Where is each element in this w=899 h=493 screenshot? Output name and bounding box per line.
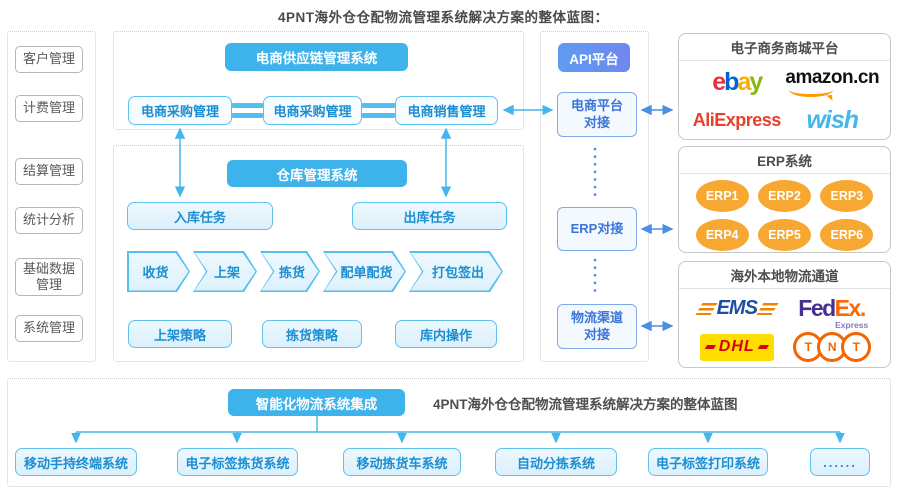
erp4-badge: ERP4 (695, 218, 749, 251)
process-step-picking: 拣货 (260, 251, 320, 292)
supply-chain-container (113, 31, 524, 130)
erp-panel: ERP系统 ERP1 ERP2 ERP3 ERP4 ERP5 ERP6 (678, 146, 891, 253)
process-step-putaway: 上架 (193, 251, 257, 292)
warehouse-header: 仓库管理系统 (227, 160, 407, 187)
sidebar-container (7, 31, 96, 362)
marketplace-panel-title: 电子商务商城平台 (679, 34, 890, 61)
erp3-badge: ERP3 (820, 180, 874, 213)
erp6-badge: ERP6 (820, 218, 874, 251)
ems-logo: EMS (695, 297, 779, 320)
logistics-channel-integration-node: 物流渠道对接 (557, 304, 637, 349)
sidebar-item-system-management: 系统管理 (15, 315, 83, 342)
process-step-order-allocation: 配单配货 (323, 251, 406, 292)
sidebar-item-customer-management: 客户管理 (15, 46, 83, 73)
dhl-logo: DHL (699, 333, 774, 361)
more-systems-box: ...... (810, 448, 870, 476)
pick-to-light-system-box: 电子标签拣货系统 (177, 448, 298, 476)
api-container (540, 31, 649, 362)
ecommerce-platform-integration-node: 电商平台对接 (557, 92, 637, 137)
inbound-task-box: 入库任务 (127, 202, 273, 230)
sidebar-item-billing-management: 计费管理 (15, 95, 83, 122)
warehouse-container (113, 145, 524, 362)
amazon-smile-arrow-icon (789, 83, 834, 97)
sidebar-item-settlement-management: 结算管理 (15, 158, 83, 185)
fedex-logo: FedEx.Express (798, 295, 869, 330)
module-link-bar (231, 103, 264, 108)
carrier-panel: 海外本地物流通道 EMS FedEx.Express DHL T N T (678, 261, 891, 368)
sidebar-item-base-data-management: 基础数据管理 (15, 258, 83, 296)
erp2-badge: ERP2 (757, 180, 811, 213)
erp-panel-title: ERP系统 (679, 147, 890, 174)
module-purchase-management-2: 电商采购管理 (263, 96, 362, 125)
integration-header: 智能化物流系统集成 (228, 389, 405, 416)
marketplace-panel: 电子商务商城平台 ebay amazon.cn AliExpress wish (678, 33, 891, 140)
aliexpress-logo: AliExpress (692, 110, 782, 131)
integration-container (7, 378, 891, 487)
supply-chain-header: 电商供应链管理系统 (225, 43, 408, 71)
page-title: 4PNT海外仓仓配物流管理系统解决方案的整体蓝图： (278, 10, 609, 25)
integration-caption: 4PNT海外仓仓配物流管理系统解决方案的整体蓝图 (433, 396, 738, 412)
carrier-panel-title: 海外本地物流通道 (679, 262, 890, 289)
outbound-task-box: 出库任务 (352, 202, 507, 230)
auto-sorting-system-box: 自动分拣系统 (495, 448, 617, 476)
erp5-badge: ERP5 (757, 218, 811, 251)
module-purchase-management-1: 电商采购管理 (128, 96, 232, 125)
process-step-receiving: 收货 (127, 251, 190, 292)
process-step-pack-shipout: 打包签出 (409, 251, 503, 292)
api-platform-header: API平台 (558, 43, 630, 72)
ems-stripes-icon (756, 302, 779, 315)
mobile-handheld-terminal-box: 移动手持终端系统 (15, 448, 137, 476)
module-sales-management: 电商销售管理 (395, 96, 498, 125)
erp1-badge: ERP1 (695, 180, 749, 213)
erp-integration-node: ERP对接 (557, 207, 637, 251)
mobile-picking-cart-box: 移动拣货车系统 (343, 448, 461, 476)
ebay-logo: ebay (712, 67, 763, 96)
label-printing-system-box: 电子标签打印系统 (648, 448, 768, 476)
inwarehouse-operation-box: 库内操作 (395, 320, 497, 348)
sidebar-item-statistics-analysis: 统计分析 (15, 207, 83, 234)
picking-strategy-box: 拣货策略 (262, 320, 362, 348)
warehouse-process-flow: 收货 上架 拣货 配单配货 打包签出 (127, 251, 503, 292)
wish-logo: wish (806, 106, 859, 135)
ems-stripes-icon (695, 302, 718, 315)
tnt-logo: T N T (793, 332, 872, 362)
module-link-bar (361, 103, 396, 108)
amazon-cn-logo: amazon.cn (785, 68, 880, 97)
putaway-strategy-box: 上架策略 (128, 320, 232, 348)
module-link-bar (361, 113, 396, 118)
module-link-bar (231, 113, 264, 118)
